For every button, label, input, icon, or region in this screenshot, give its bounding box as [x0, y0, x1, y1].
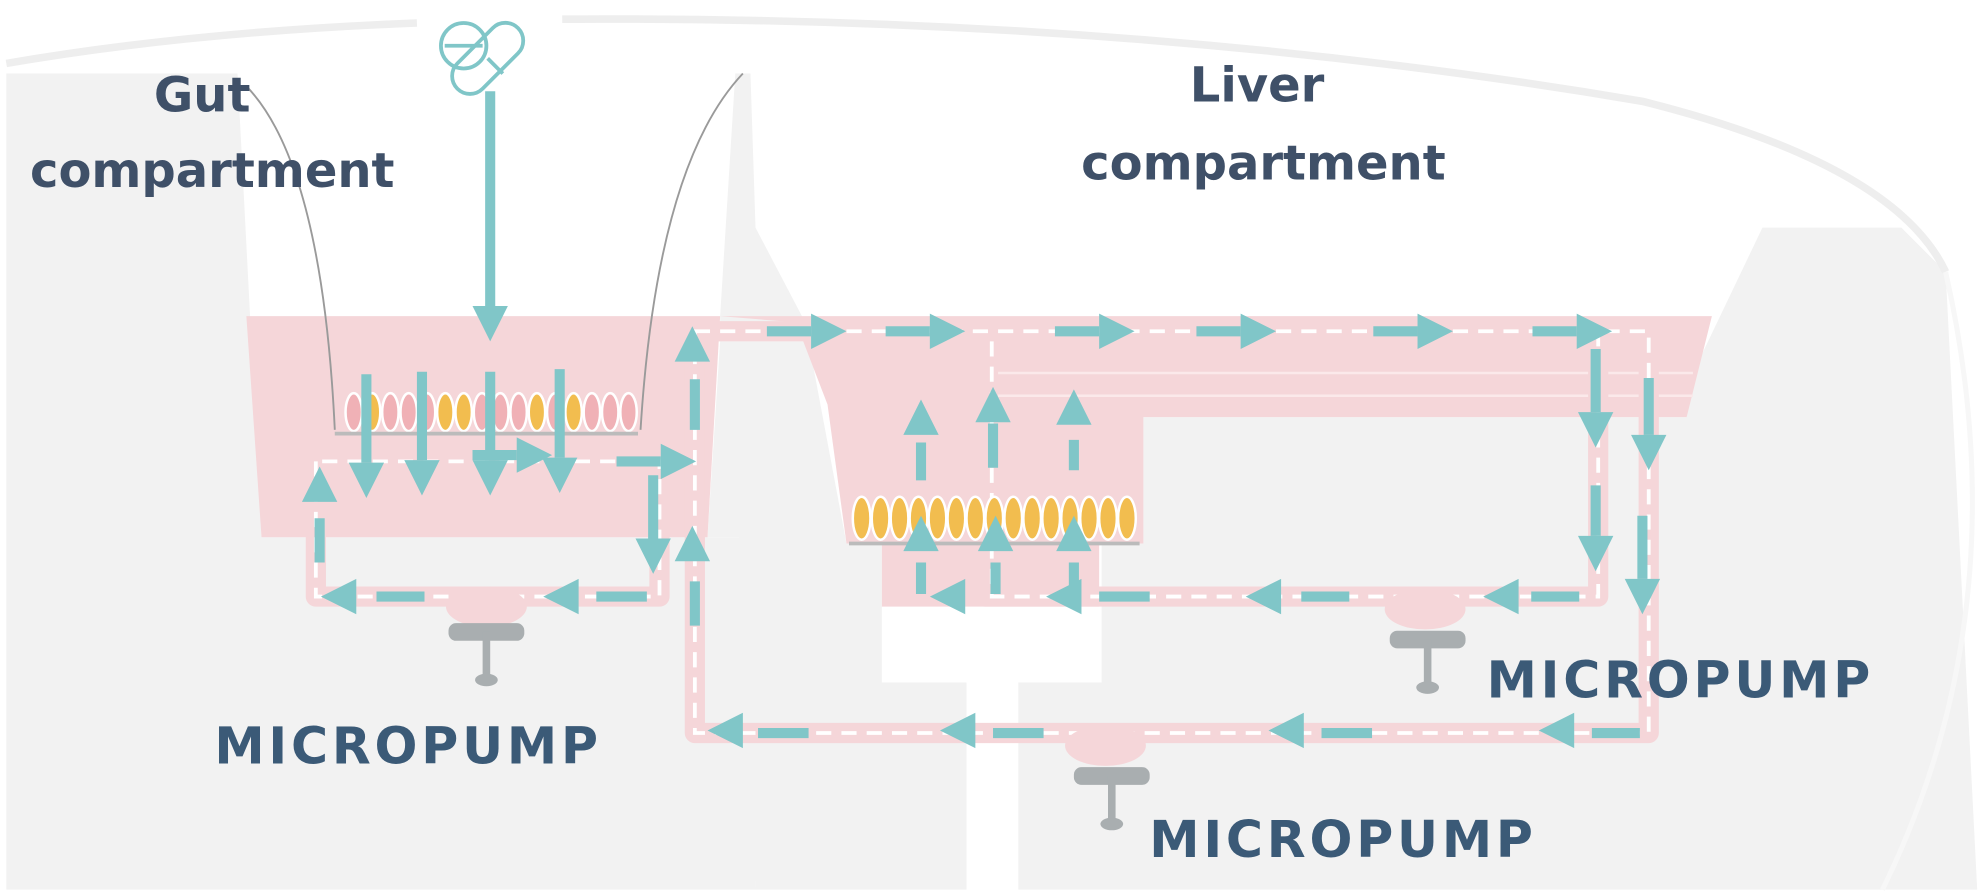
flow-arrow-icon [301, 466, 338, 502]
flow-arrows [301, 91, 1667, 749]
flow-arrow-icon [903, 399, 939, 435]
flow-arrow-icon [404, 460, 440, 496]
flow-arrow-icon [1268, 712, 1304, 749]
liver-label-line1: Liver [1190, 57, 1325, 113]
flow-arrow-icon [1245, 578, 1282, 615]
gut-cell [582, 391, 602, 433]
gut-cell [619, 391, 639, 433]
hepatocyte-cell [1003, 495, 1024, 541]
hepatocyte-cell [851, 495, 872, 541]
flow-arrow-icon [472, 306, 508, 342]
flow-arrow-icon [543, 578, 579, 615]
gut-cell [454, 391, 474, 433]
hepatocyte-cell [1022, 495, 1043, 541]
gut-cell [380, 391, 400, 433]
flow-arrow-icon [811, 313, 847, 349]
flow-arrow-icon [1631, 434, 1667, 471]
flow-arrow-icon [1056, 389, 1092, 425]
gut-cell [344, 391, 364, 433]
hepatocyte-cell [1041, 495, 1062, 541]
gut-cell [564, 391, 584, 433]
micropump-label-right: MICROPUMP [1487, 651, 1874, 710]
flow-arrow-icon [674, 525, 711, 562]
flow-arrow-icon [929, 313, 966, 349]
flow-arrow-icon [635, 538, 671, 574]
device-outline [5, 15, 1950, 274]
micropump-base [1100, 817, 1124, 831]
hepatocyte-cell [870, 495, 891, 541]
pill-capsule-icon [439, 20, 526, 96]
micropumps [448, 623, 1466, 831]
flow-arrow-icon [1046, 578, 1082, 615]
hepatocyte-cell [1116, 495, 1138, 541]
flow-arrow-icon [977, 515, 1014, 552]
gut-label-line1: Gut [154, 67, 251, 123]
flow-arrow-icon [1538, 712, 1575, 749]
micropump-stem [1107, 775, 1116, 822]
micropump-label-bottom: MICROPUMP [1149, 810, 1536, 869]
flow-arrow-icon [472, 460, 508, 496]
hepatocyte-cell [927, 495, 948, 541]
micropump-label-left: MICROPUMP [214, 716, 601, 775]
flow-arrow-icon [348, 462, 385, 499]
flow-arrow-icon [674, 326, 711, 362]
micropump-icon [1073, 767, 1150, 831]
gut-cell [435, 391, 455, 433]
gut-cell [399, 391, 419, 433]
gut-cell [600, 391, 620, 433]
flow-arrow-icon [707, 712, 743, 749]
hepatocyte-cell [946, 495, 967, 541]
flow-arrow-icon [541, 457, 578, 493]
liver-label-line2: compartment [1081, 136, 1445, 192]
micropump-base [1416, 681, 1440, 694]
flow-arrow-icon [320, 578, 357, 615]
flow-arrow-icon [1056, 515, 1092, 552]
gut-label-line2: compartment [30, 143, 395, 199]
flow-arrow-icon [1240, 313, 1277, 349]
micropump-stem [482, 631, 491, 678]
flow-arrow-icon [1483, 578, 1519, 615]
flow-arrow-icon [903, 515, 939, 552]
flow-arrow-icon [1577, 535, 1614, 572]
flow-arrow-icon [516, 437, 553, 473]
flow-arrow-icon [929, 578, 966, 615]
micropump-icon [448, 623, 525, 687]
micropump-stem [1423, 639, 1432, 686]
pump-chambers [445, 586, 1466, 766]
hepatocyte-cell [889, 495, 910, 541]
hepatocyte-cell [1078, 495, 1100, 541]
flow-arrow-icon [1417, 313, 1453, 349]
gut-insert-wall [245, 72, 744, 430]
flow-arrow-icon [1577, 412, 1614, 448]
micropump-base [475, 673, 498, 687]
micropump-icon [1389, 630, 1466, 694]
flow-arrow-icon [939, 712, 976, 749]
device-outline-right [1880, 271, 1975, 891]
flow-arrow-icon [975, 386, 1011, 423]
flow-arrow-icon [660, 443, 697, 480]
flow-arrow-icon [1099, 313, 1135, 349]
hepatocyte-cell [965, 495, 986, 541]
flow-arrow-icon [1624, 578, 1661, 615]
flow-arrow-icon [1576, 313, 1613, 349]
gut-cell [527, 391, 547, 433]
hepatocyte-cell [1097, 495, 1119, 541]
gut-cell [509, 391, 529, 433]
